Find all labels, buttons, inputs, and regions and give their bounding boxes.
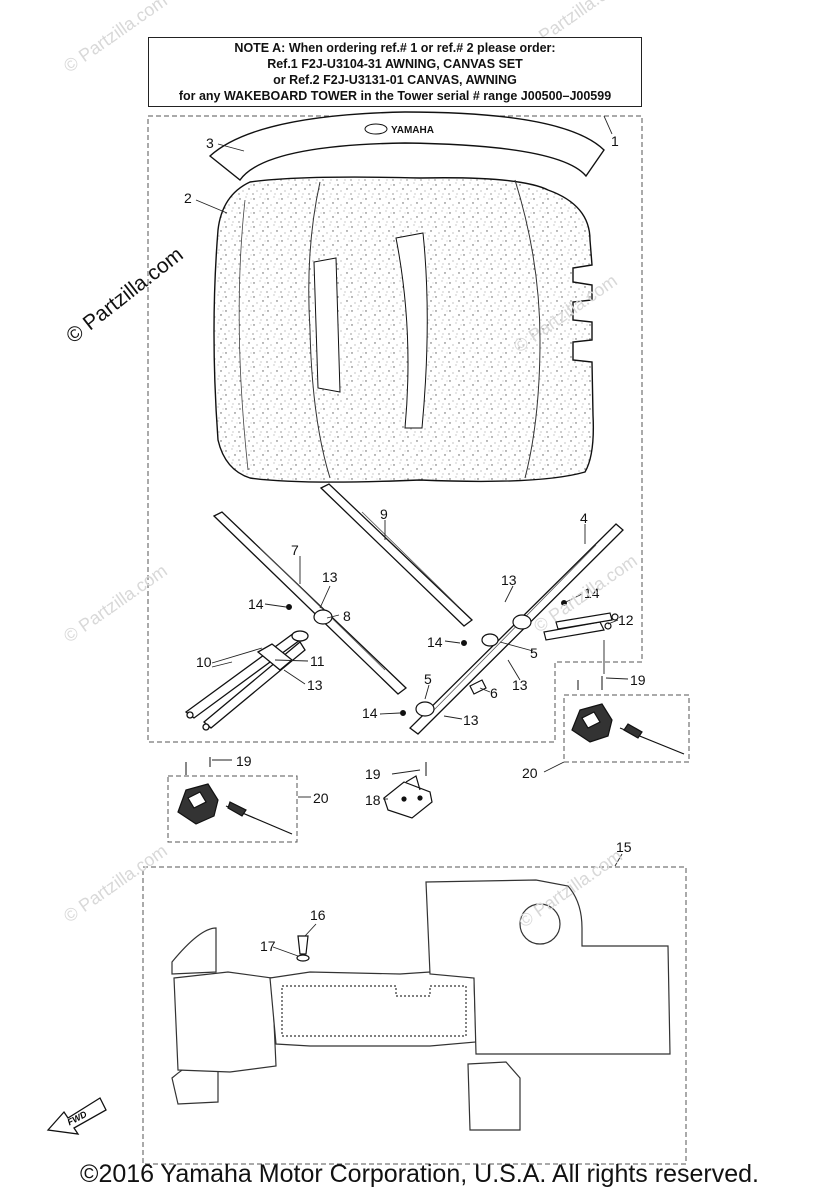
canvas-awning-part [213, 176, 595, 483]
callout-14a: 14 [248, 596, 264, 612]
clips [313, 609, 619, 717]
callout-14b: 14 [584, 585, 600, 601]
callout-numbers: 1 2 3 4 5 5 6 7 8 9 10 11 12 13 13 13 13… [184, 133, 646, 954]
callout-6: 6 [490, 685, 498, 701]
callout-14d: 14 [362, 705, 378, 721]
bracket-right [571, 703, 685, 755]
callout-10: 10 [196, 654, 212, 670]
fwd-arrow-icon: FWD [46, 1097, 107, 1135]
callout-17: 17 [260, 938, 276, 954]
note-line-1: NOTE A: When ordering ref.# 1 or ref.# 2… [234, 41, 556, 55]
callout-8: 8 [343, 608, 351, 624]
callout-1: 1 [611, 133, 619, 149]
callout-14c: 14 [427, 634, 443, 650]
callout-7: 7 [291, 542, 299, 558]
callout-13c: 13 [307, 677, 323, 693]
callout-9: 9 [380, 506, 388, 522]
base-plate [383, 775, 433, 819]
callout-18: 18 [365, 792, 381, 808]
drain-plug [296, 935, 310, 962]
callout-16: 16 [310, 907, 326, 923]
copyright-footer: ©2016 Yamaha Motor Corporation, U.S.A. A… [80, 1160, 759, 1188]
leader-lines [195, 115, 629, 957]
callout-20b: 20 [522, 765, 538, 781]
bracket-left [177, 783, 293, 835]
yamaha-logo-icon [364, 123, 388, 135]
callout-13b: 13 [501, 572, 517, 588]
ordering-note: NOTE A: When ordering ref.# 1 or ref.# 2… [148, 37, 642, 107]
pole-7 [212, 511, 408, 695]
note-line-3: or Ref.2 F2J-U3131-01 CANVAS, AWNING [273, 73, 517, 87]
yamaha-brand-text: YAMAHA [391, 125, 434, 136]
note-line-2: Ref.1 F2J-U3104-31 AWNING, CANVAS SET [267, 57, 523, 71]
callout-19a: 19 [236, 753, 252, 769]
callout-12: 12 [618, 612, 634, 628]
screws [185, 600, 603, 776]
group-boundaries [142, 115, 690, 1165]
bracket-left-boundary [167, 775, 298, 843]
pole-9 [319, 483, 474, 627]
note-line-4: for any WAKEBOARD TOWER in the Tower ser… [178, 89, 612, 103]
callout-2: 2 [184, 190, 192, 206]
callout-20a: 20 [313, 790, 329, 806]
callout-13e: 13 [463, 712, 479, 728]
callout-5a: 5 [424, 671, 432, 687]
mat-set [171, 879, 671, 1131]
callout-5b: 5 [530, 645, 538, 661]
callout-19b: 19 [365, 766, 381, 782]
callout-13d: 13 [512, 677, 528, 693]
pole-4 [409, 523, 624, 735]
awning-frame-part: YAMAHA [208, 111, 605, 182]
callout-13a: 13 [322, 569, 338, 585]
callout-11: 11 [310, 653, 325, 669]
callout-19c: 19 [630, 672, 646, 688]
mat-set-boundary [142, 866, 687, 1165]
poles [184, 483, 624, 735]
callout-3: 3 [206, 135, 214, 151]
callout-15: 15 [616, 839, 632, 855]
callout-4: 4 [580, 510, 588, 526]
